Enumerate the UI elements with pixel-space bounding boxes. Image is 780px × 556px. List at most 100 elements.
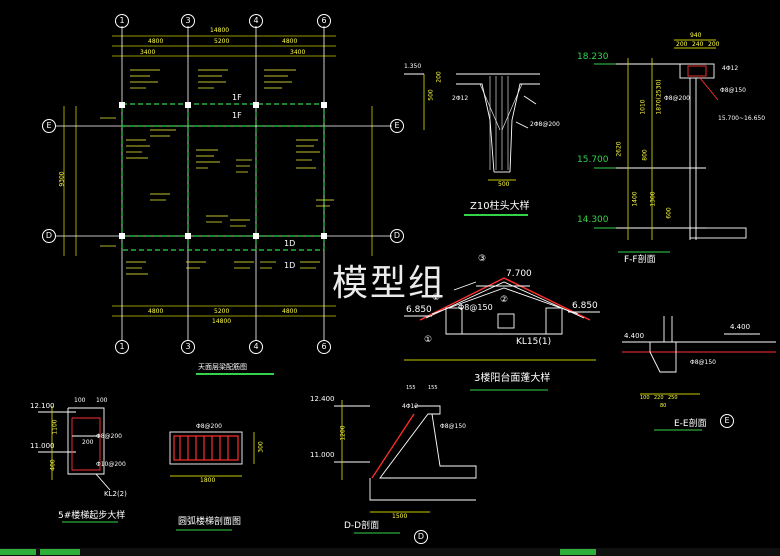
stair5-dim-e: 100 (96, 397, 108, 404)
ee-dim-3: 250 (668, 395, 678, 401)
ff-dim-side-2: 1010 (639, 99, 647, 115)
ee-section (622, 316, 776, 431)
roof-elev-right: 6.850 (572, 301, 598, 311)
ff-elev-mid: 15.700 (577, 155, 609, 165)
plan-axis-bottom-1: 1 (115, 340, 129, 354)
plan-dim-bottom-3: 4800 (282, 308, 298, 315)
dd-title: D-D剖面 (344, 521, 380, 531)
roof-bubble-1: ① (424, 335, 433, 345)
ee-rebar: Φ8@150 (690, 359, 716, 366)
dd-elev-top: 12.400 (310, 395, 335, 403)
plan-title: 天面层梁配筋图 (198, 363, 247, 371)
ee-dim-1: 100 (640, 395, 650, 401)
ff-elev-bottom: 14.300 (577, 215, 609, 225)
dd-dim-a: 155 (406, 385, 416, 391)
ff-section (594, 39, 747, 253)
z10-dim-a: 500 (427, 89, 435, 101)
arc-dim-height: 300 (257, 441, 265, 453)
ee-title: E-E剖面 (674, 419, 707, 429)
plan-dim-bottom-total: 14800 (212, 318, 232, 325)
stair5-dim-d: 100 (74, 397, 86, 404)
stair5-detail (38, 406, 118, 523)
plan-dim-top-5: 3400 (290, 49, 306, 56)
plan-dim-bottom-1: 4800 (148, 308, 164, 315)
plan-dim-top-2: 5200 (214, 38, 230, 45)
z10-rebar-b: 2Φ8@200 (530, 121, 560, 128)
ee-dim-4: 80 (660, 403, 667, 409)
ff-note: 15.700~16.650 (718, 115, 766, 122)
plan-axis-top-1: 1 (115, 14, 129, 28)
plan-label-1f-a: 1F (232, 93, 242, 102)
plan-label-1f-b: 1F (232, 111, 242, 120)
roof-bubble-2-left: ② (432, 293, 441, 303)
roof-elev-top: 7.700 (506, 269, 532, 279)
plan-axis-bottom-3: 3 (181, 340, 195, 354)
ff-dim-side-3: 2620 (615, 141, 623, 157)
stair5-rebar-b: Φ10@200 (96, 461, 126, 468)
plan-title-underline (196, 373, 274, 375)
roof-bubble-3: ③ (478, 254, 487, 264)
plan-axis-top-6: 6 (317, 14, 331, 28)
roof-title: 3楼阳台面蓬大样 (474, 373, 551, 384)
ff-dim-top-3: 200 (708, 41, 720, 48)
ff-elev-top: 18.230 (577, 52, 609, 62)
z10-dim-c: 500 (498, 181, 510, 188)
ee-elev-left: 4.400 (624, 332, 645, 340)
roof-elev-left: 6.850 (406, 305, 432, 315)
arc-title: 圆弧楼梯剖面图 (178, 517, 242, 527)
ff-rebar-b: Φ8@150 (720, 87, 746, 94)
ff-dim-side-4: 800 (641, 149, 649, 161)
dd-rebar-a: 4Φ12 (402, 403, 419, 410)
plan-dim-left: 9300 (58, 171, 66, 187)
dd-rebar-b: Φ8@150 (440, 423, 466, 430)
stair5-dim-b: 400 (49, 459, 57, 471)
ff-dim-side-1: 1870(2530) (655, 79, 663, 115)
z10-dim-b: 200 (435, 71, 443, 83)
ee-dim-2: 220 (654, 395, 664, 401)
arc-stair-detail (169, 431, 255, 531)
plan-axis-bottom-4: 4 (249, 340, 263, 354)
plan-axis-top-4: 4 (249, 14, 263, 28)
stair5-elev-top: 12.100 (30, 402, 55, 410)
status-segment-2 (40, 549, 80, 555)
roof-bubble-2-mid: ② (500, 295, 509, 305)
floor-plan (56, 26, 392, 340)
ee-axis-bubble: E (720, 414, 734, 428)
ff-dim-top-2: 240 (692, 41, 704, 48)
dd-dim-height: 1200 (339, 425, 347, 441)
dd-dim-width: 1500 (392, 513, 408, 520)
status-segment-1 (0, 549, 36, 555)
stair5-title: 5#楼梯起步大样 (58, 511, 126, 521)
plan-dim-total-top: 14800 (210, 27, 230, 34)
ff-dim-side-7: 600 (665, 207, 673, 219)
ff-dim-side-6: 1300 (649, 191, 657, 207)
ff-rebar-a: 4Φ12 (722, 65, 739, 72)
roof-rebar: Φ8@150 (458, 303, 493, 312)
ff-title: F-F剖面 (624, 255, 656, 265)
plan-dim-top-3: 4800 (282, 38, 298, 45)
stair5-beam: KL2(2) (104, 490, 127, 498)
stair5-rebar-a: Φ8@200 (96, 433, 122, 440)
plan-axis-right-e: E (390, 119, 404, 133)
z10-title-underline (464, 214, 528, 216)
plan-axis-bottom-6: 6 (317, 340, 331, 354)
arc-rebar: Φ8@200 (196, 423, 222, 430)
plan-dim-top-1: 4800 (148, 38, 164, 45)
plan-axis-right-d: D (390, 229, 404, 243)
stair5-elev-bottom: 11.000 (30, 442, 55, 450)
plan-label-1d-a: 1D (284, 239, 296, 248)
dd-dim-b: 155 (428, 385, 438, 391)
dd-elev-bottom: 11.000 (310, 451, 335, 459)
z10-rebar-a: 2Φ12 (452, 95, 469, 102)
stair5-dim-a: 1100 (51, 419, 59, 435)
roof-beam: KL15(1) (516, 337, 552, 347)
ee-elev-right: 4.400 (730, 323, 751, 331)
stair5-dim-c: 200 (82, 439, 94, 446)
plan-axis-left-e: E (42, 119, 56, 133)
z10-elev: 1.350 (404, 63, 422, 70)
plan-axis-top-3: 3 (181, 14, 195, 28)
plan-dim-bottom-2: 5200 (214, 308, 230, 315)
plan-axis-left-d: D (42, 229, 56, 243)
